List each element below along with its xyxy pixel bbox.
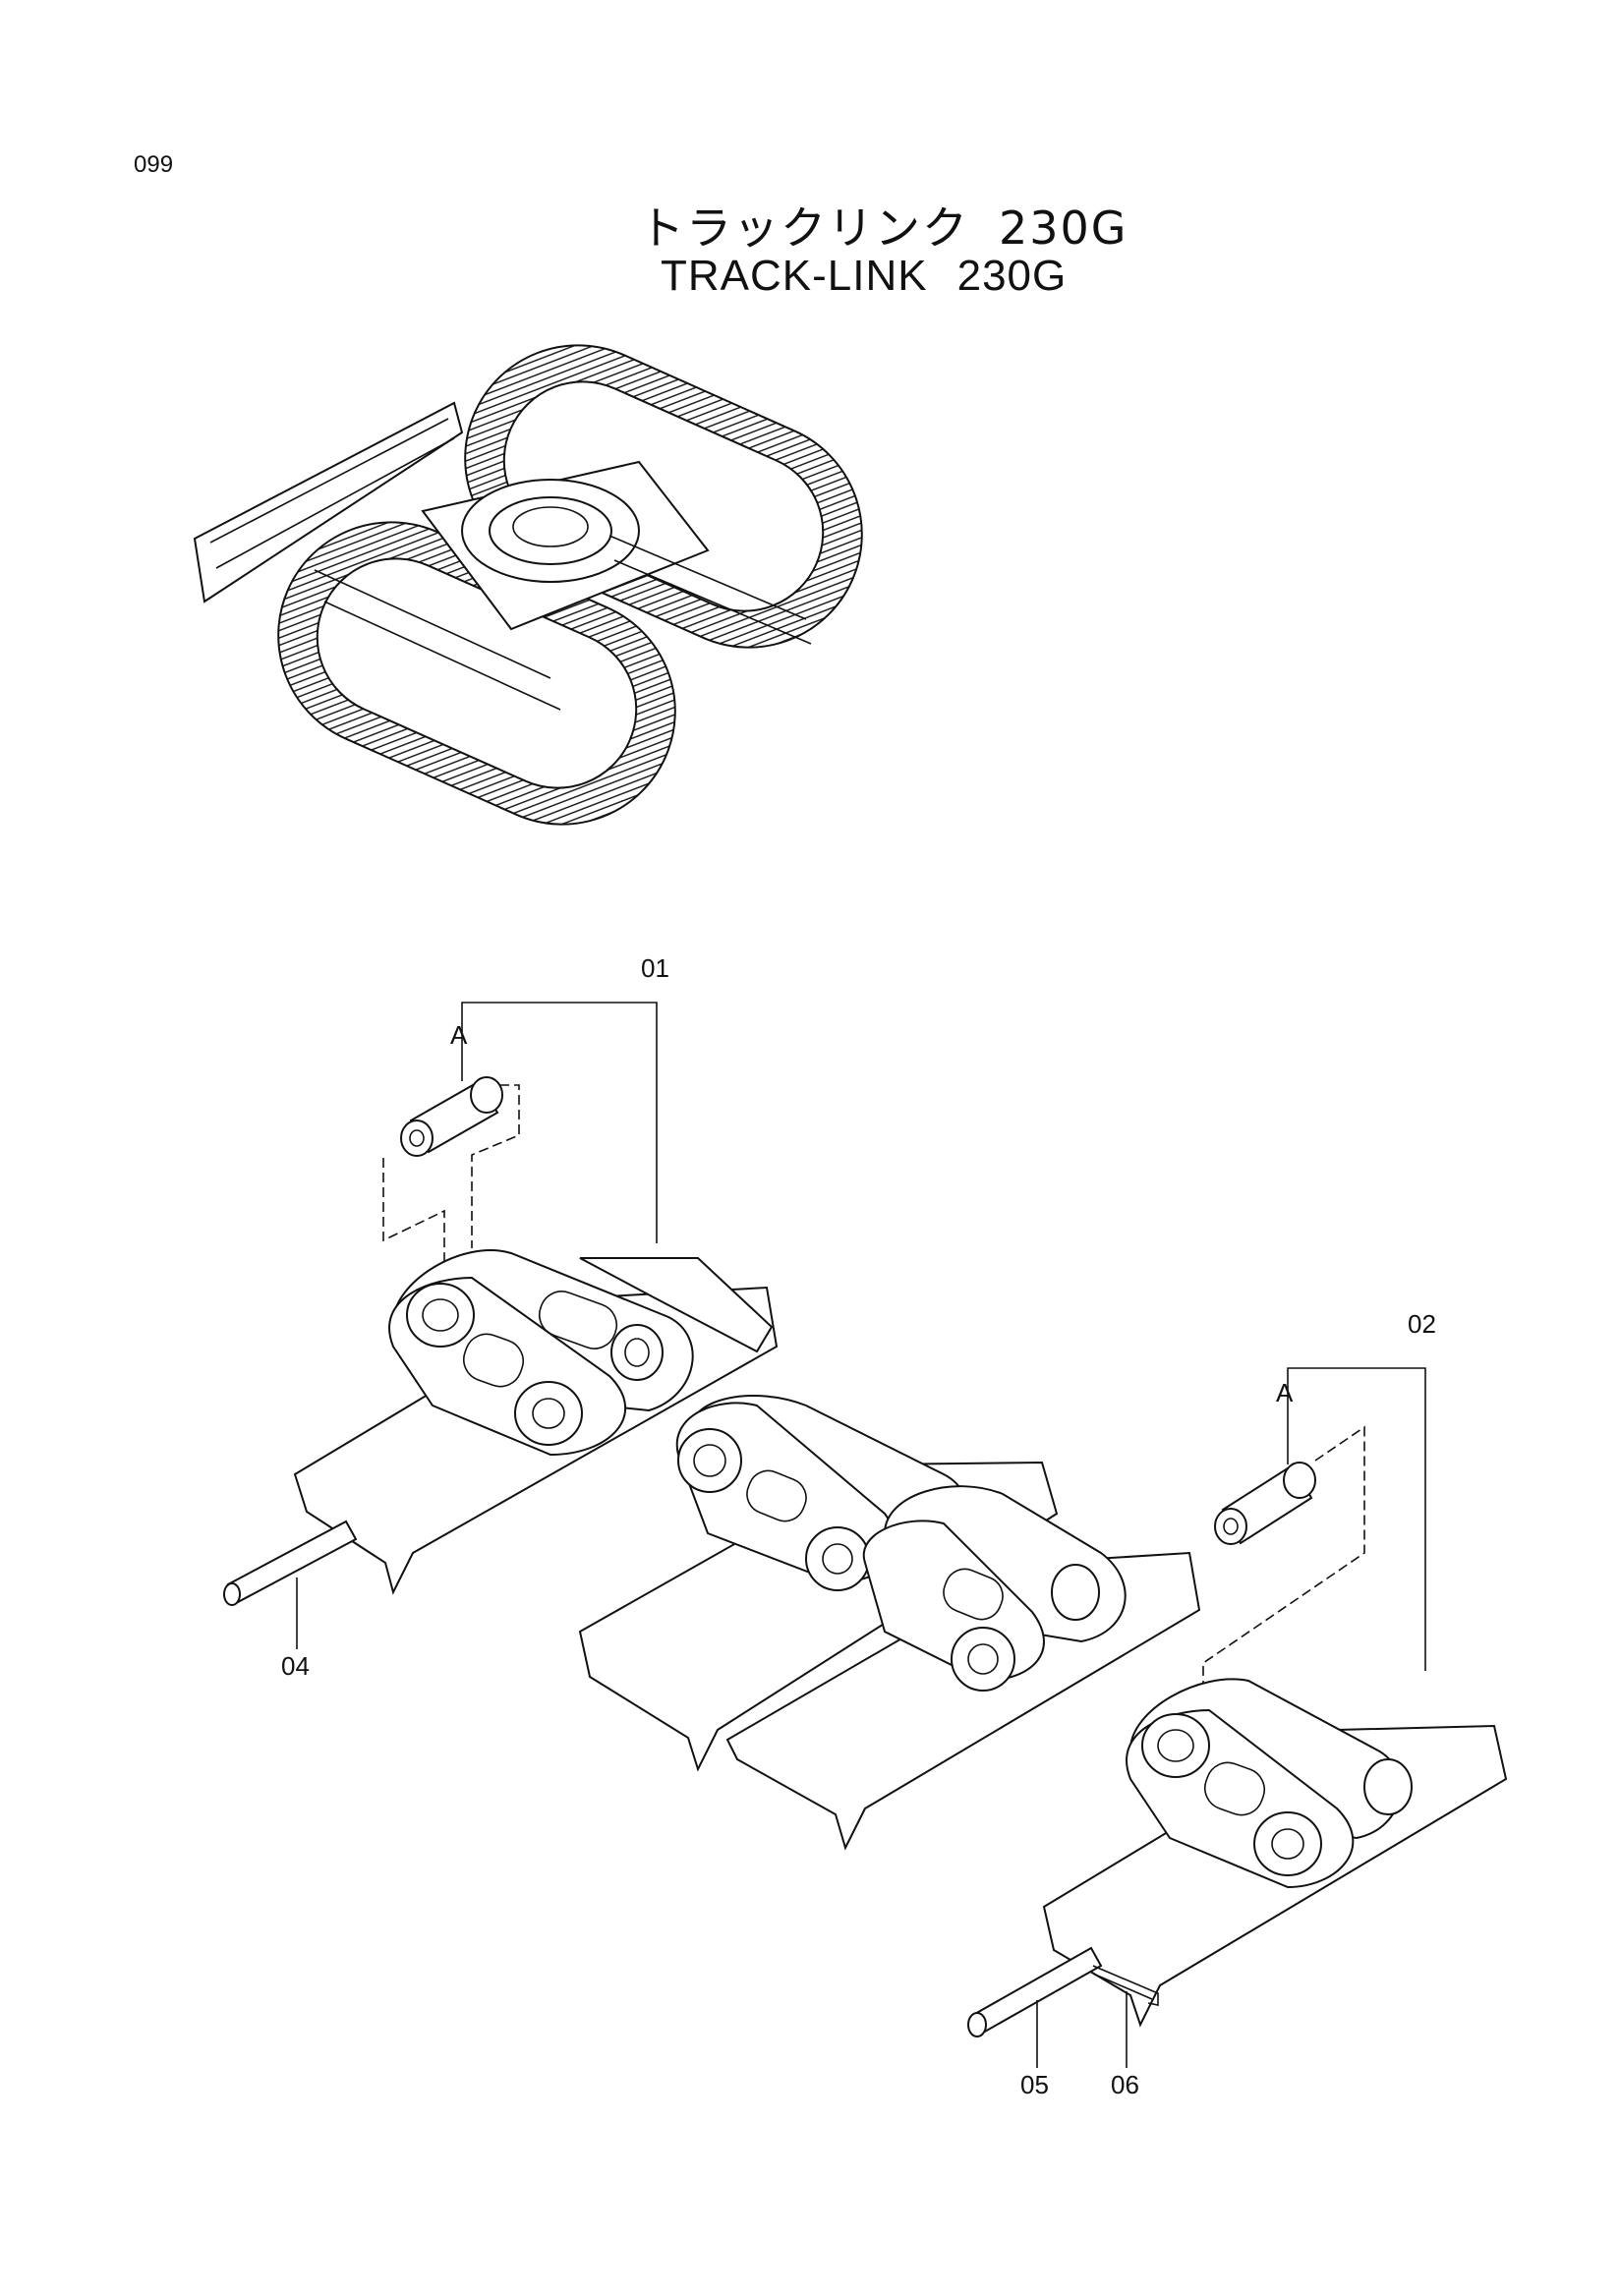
page-number: 099: [134, 151, 174, 178]
callout-05: 05: [1020, 2070, 1049, 2099]
callout-01: 01: [641, 953, 669, 983]
phantom-line-bushing-left: [382, 1158, 445, 1273]
cotter-pin-06-icon: [1092, 1965, 1159, 2006]
track-link-assembly-right-icon: [1042, 1678, 1508, 2028]
title-model-code-en: 230G: [956, 252, 1068, 300]
callout-06: 06: [1111, 2070, 1139, 2099]
title-english-text: TRACK-LINK: [661, 252, 928, 300]
callout-02: 02: [1408, 1309, 1436, 1339]
undercarriage-overview-icon: [193, 344, 863, 826]
callout-a-right: A: [1276, 1378, 1294, 1407]
bushing-left-icon: [400, 1076, 503, 1157]
track-link-pair-middle-icon: [578, 1395, 1201, 1851]
title-japanese: トラックリンク 230G: [639, 193, 1128, 258]
bushing-right-icon: [1214, 1462, 1316, 1545]
title-english: TRACK-LINK 230G: [661, 252, 1067, 301]
callout-a-left: A: [450, 1020, 468, 1050]
title-model-code-ja: 230G: [999, 201, 1128, 255]
pin-05-icon: [967, 1946, 1103, 2038]
leader-line-02: [1287, 1367, 1426, 1671]
pin-04-icon: [223, 1520, 358, 1606]
callout-04: 04: [281, 1651, 310, 1681]
track-link-assembly-left-icon: [293, 1249, 779, 1595]
title-japanese-text: トラックリンク: [639, 201, 969, 255]
leader-line-01: [461, 1002, 658, 1243]
phantom-line-bushing-left-2: [471, 1084, 520, 1248]
